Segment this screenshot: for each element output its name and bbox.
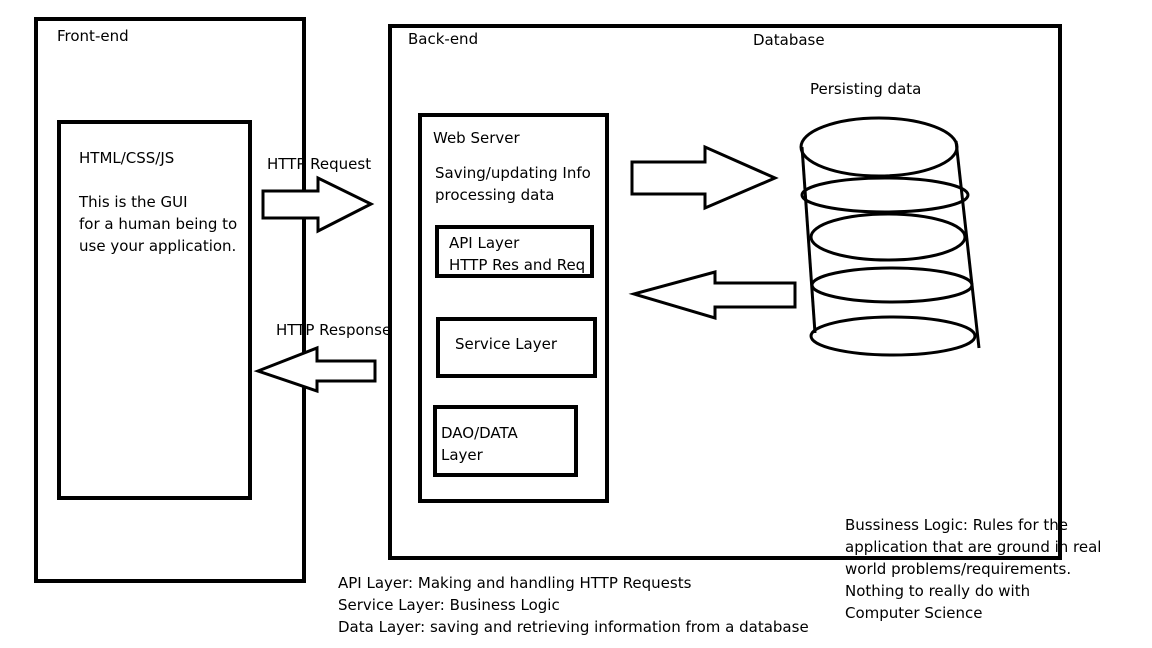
database-label: Database	[753, 31, 825, 49]
business-note-line-5: Computer Science	[845, 604, 983, 622]
webserver-title: Web Server	[433, 129, 520, 147]
to-database-arrow	[630, 144, 779, 211]
gui-tech-label: HTML/CSS/JS	[79, 149, 175, 167]
http-request-label: HTTP Request	[267, 155, 372, 173]
gui-desc-line-3: use your application.	[79, 237, 237, 255]
gui-box	[57, 120, 252, 500]
business-note-line-2: application that are ground in real	[845, 538, 1102, 556]
dao-layer-line-1: DAO/DATA	[441, 424, 518, 442]
layer-notes: API Layer: Making and handling HTTP Requ…	[338, 572, 809, 638]
gui-desc-line-2: for a human being to	[79, 215, 238, 233]
layer-note-api: API Layer: Making and handling HTTP Requ…	[338, 574, 692, 592]
frontend-title: Front-end	[57, 27, 129, 45]
api-layer-box: API Layer HTTP Res and Req	[435, 225, 594, 278]
layer-note-service: Service Layer: Business Logic	[338, 596, 560, 614]
webserver-line-1: Saving/updating Info	[435, 164, 591, 182]
backend-box	[388, 24, 1062, 560]
frontend-box	[34, 17, 306, 583]
api-layer-line-1: API Layer	[449, 234, 520, 252]
layer-note-data: Data Layer: saving and retrieving inform…	[338, 618, 809, 636]
persisting-data-label: Persisting data	[810, 80, 922, 98]
database-cylinder	[799, 116, 981, 357]
webserver-line-2: processing data	[435, 186, 555, 204]
business-note-line-1: Bussiness Logic: Rules for the	[845, 516, 1069, 534]
http-response-label: HTTP Response	[276, 321, 392, 339]
business-note-line-3: world problems/requirements.	[845, 560, 1072, 578]
business-logic-notes: Bussiness Logic: Rules for the applicati…	[845, 514, 1101, 624]
api-layer-line-2: HTTP Res and Req	[449, 256, 586, 274]
webserver-box	[418, 113, 609, 503]
business-note-line-4: Nothing to really do with	[845, 582, 1031, 600]
dao-layer-box	[433, 405, 578, 477]
dao-layer-line-2: Layer	[441, 446, 483, 464]
http-request-arrow	[261, 175, 375, 234]
service-layer-box	[436, 317, 597, 378]
service-layer-label: Service Layer	[455, 335, 558, 353]
gui-desc-line-1: This is the GUI	[79, 193, 188, 211]
http-response-arrow	[253, 345, 377, 394]
from-database-arrow	[628, 270, 797, 321]
backend-title: Back-end	[408, 30, 479, 48]
